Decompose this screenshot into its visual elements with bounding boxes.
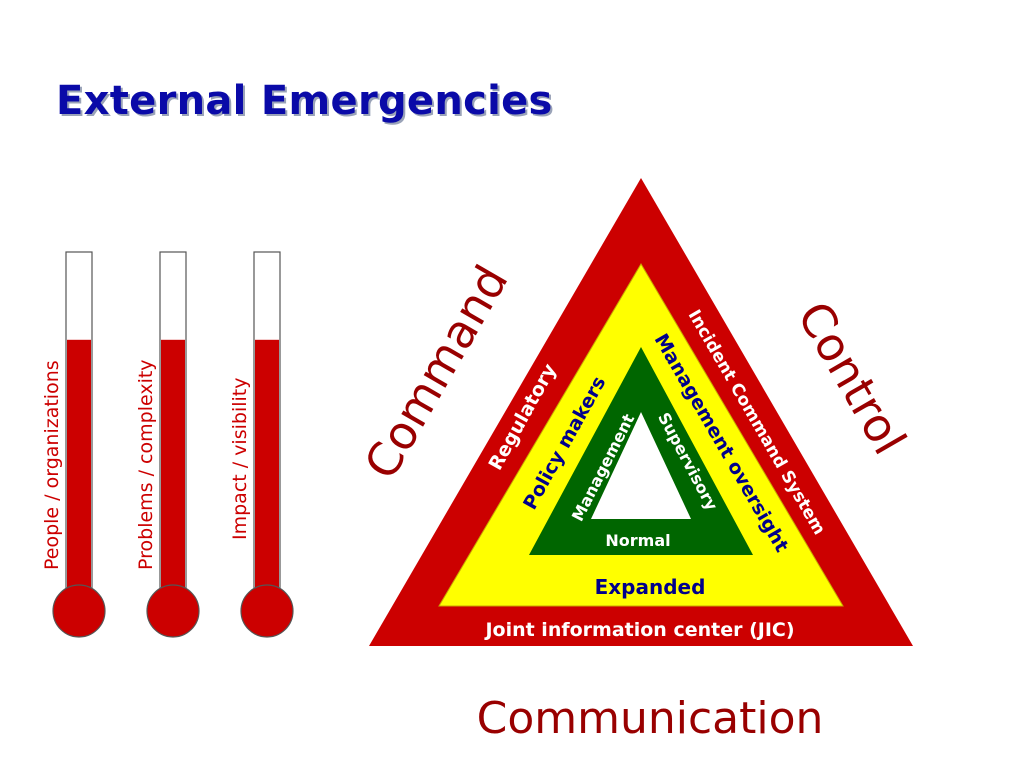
control-label: Control [787, 292, 917, 463]
triangle-center [591, 412, 691, 519]
slide-title: External Emergencies [56, 78, 553, 124]
communication-label: Communication [477, 693, 824, 744]
thermometer-bulb [146, 584, 200, 638]
yellow-band-bottom-label: Expanded [595, 575, 706, 599]
thermometer-label: Problems / complexity [135, 359, 157, 570]
thermometer-label: Impact / visibility [229, 378, 251, 540]
thermometer-problems: Problems / complexity [135, 251, 200, 638]
thermometer-fill [255, 339, 279, 604]
thermometer-fill [161, 339, 185, 604]
thermometer-impact: Impact / visibility [229, 251, 294, 638]
red-band-bottom-label: Joint information center (JIC) [483, 619, 794, 641]
thermometer-fill [67, 339, 91, 604]
thermometer-bulb [240, 584, 294, 638]
green-band-bottom-label: Normal [605, 531, 670, 550]
thermometer-bulb [52, 584, 106, 638]
thermometer-people: People / organizations [41, 251, 106, 638]
thermometer-label: People / organizations [41, 360, 63, 570]
